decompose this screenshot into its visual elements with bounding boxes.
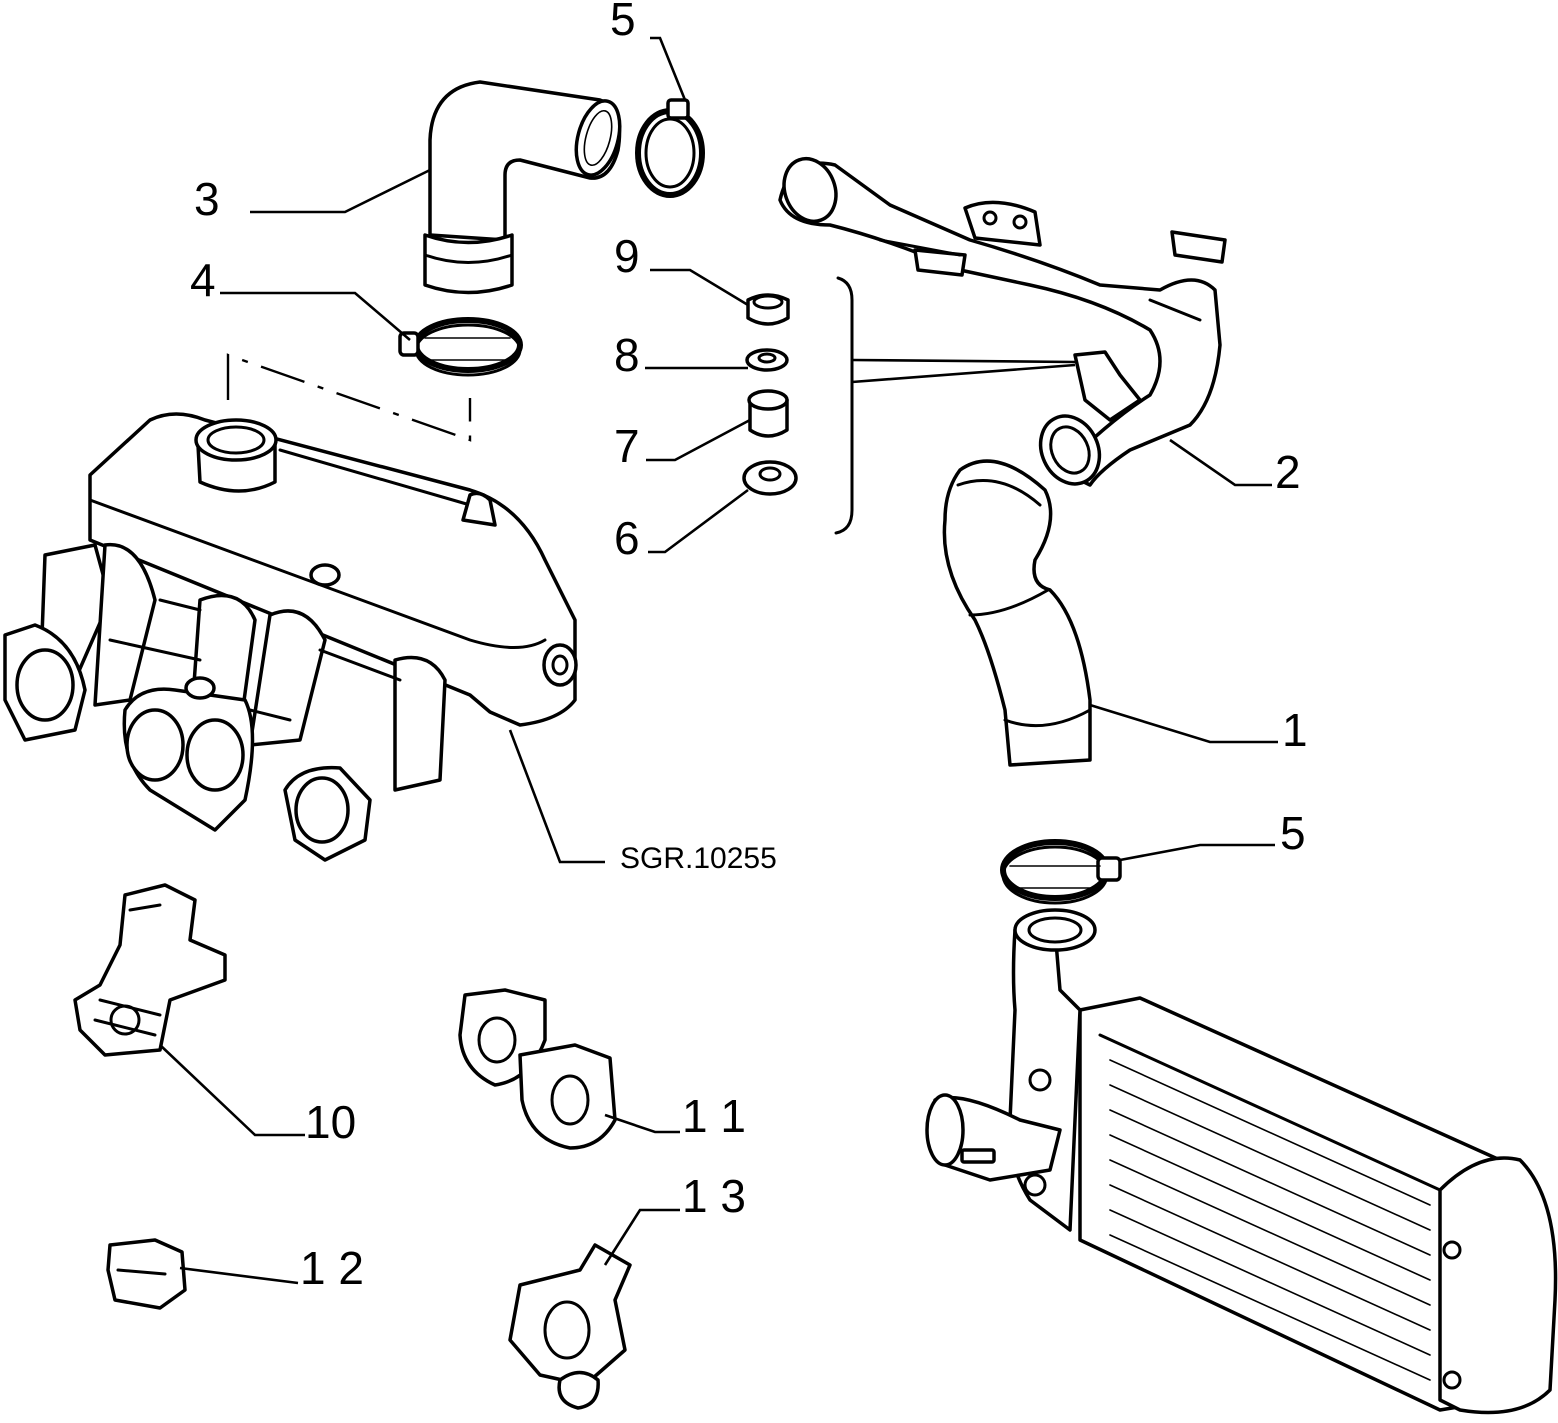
callout-10: 10: [305, 1096, 356, 1148]
leader-5a: [650, 36, 687, 101]
leader-12: [179, 1266, 299, 1285]
callout-7: 7: [614, 420, 640, 472]
part-3-elbow-hose: [423, 80, 622, 295]
part-12-small-clip: [106, 1238, 187, 1310]
leader-9: [650, 268, 749, 307]
parts-6-9-to-2-leader: [851, 358, 1076, 384]
leader-ref: [508, 729, 605, 864]
callout-12: 1 2: [300, 1242, 364, 1294]
callout-11: 1 1: [682, 1090, 746, 1142]
intercooler-fins: [1109, 1059, 1431, 1381]
leader-6: [648, 488, 749, 554]
drawing-reference: SGR.10255: [620, 842, 777, 875]
parts-6-9-bracket: [834, 276, 854, 535]
part-8-washer: [745, 348, 789, 372]
callout-4: 4: [190, 254, 216, 306]
callout-1: 1: [1282, 704, 1308, 756]
assembly-line: [226, 353, 472, 442]
callout-6: 6: [614, 512, 640, 564]
leader-5b: [1119, 843, 1275, 862]
callout-3: 3: [194, 173, 220, 225]
part-5-hose-clamp-top: [635, 98, 705, 198]
intercooler: [925, 908, 1558, 1415]
callout-5-bottom: 5: [1280, 807, 1306, 859]
part-2-intake-pipe: [778, 156, 1227, 487]
callout-labels: 1 2 3 4 5 5 6 7 8 9 10 1 1 1 2 1 3 SGR.1…: [190, 0, 1308, 1294]
part-13-hose-clip: [508, 1243, 632, 1410]
part-6-grommet: [742, 460, 798, 496]
part-10-bracket: [73, 883, 227, 1057]
leader-lines: [159, 36, 1278, 1285]
callout-2: 2: [1275, 446, 1301, 498]
intake-manifold: [3, 412, 578, 862]
part-11-double-clip: [458, 988, 617, 1150]
leader-4: [220, 291, 411, 341]
part-9-nut: [746, 293, 790, 326]
callout-13: 1 3: [682, 1170, 746, 1222]
leader-10: [159, 1044, 305, 1137]
leader-1: [1089, 703, 1278, 744]
callout-8: 8: [614, 329, 640, 381]
part-4-hose-clamp: [398, 317, 523, 377]
callout-9: 9: [614, 230, 640, 282]
part-7-bushing: [747, 389, 789, 438]
leader-13: [603, 1208, 680, 1266]
leader-7: [646, 418, 751, 462]
leader-11: [604, 1113, 680, 1134]
callout-5-top: 5: [610, 0, 636, 45]
part-1-lower-hose: [942, 459, 1092, 767]
leader-3: [250, 168, 431, 214]
leader-2: [1169, 438, 1272, 487]
part-5-hose-clamp-bottom: [1000, 839, 1122, 905]
